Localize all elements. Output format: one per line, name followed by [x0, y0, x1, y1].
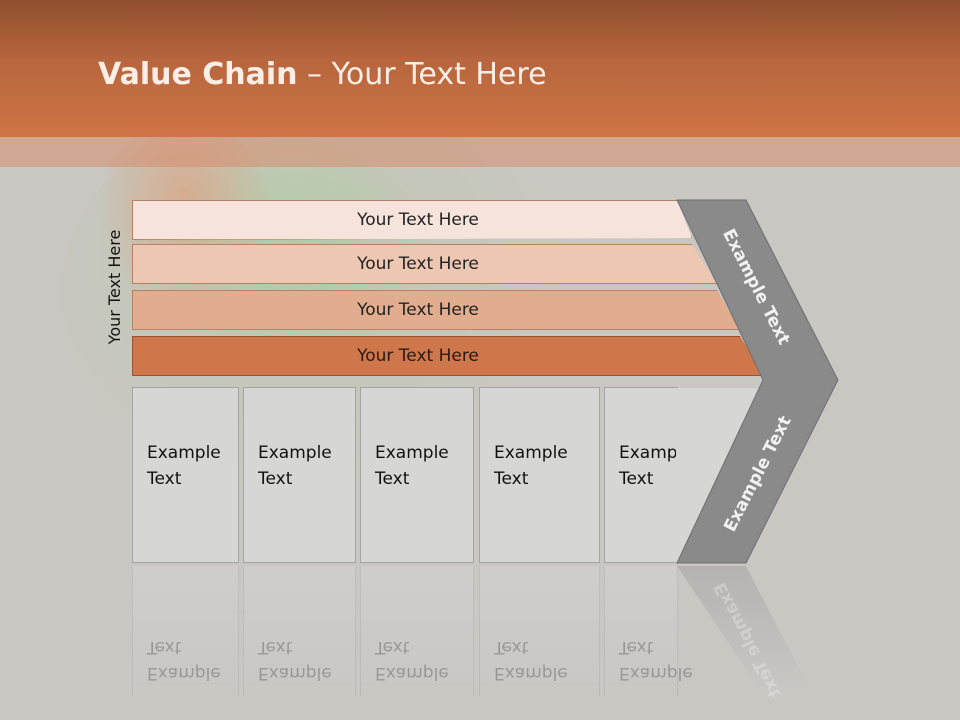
slide-title: Value Chain – Your Text Here: [98, 55, 547, 95]
support-bar-label: Your Text Here: [357, 300, 479, 320]
primary-cell-1: Example Text: [132, 387, 239, 563]
cell-text: Example Text: [619, 443, 693, 489]
title-rest: – Your Text Here: [297, 57, 547, 92]
cell-text: Example Text: [375, 443, 449, 489]
cell-reflection: Example Text: [243, 566, 356, 696]
cell-reflection: Example Text: [479, 566, 600, 696]
header-band: [0, 0, 960, 137]
support-bar-label: Your Text Here: [357, 210, 479, 230]
primary-cell-5: Example Text: [604, 387, 693, 563]
support-bar-4: Your Text Here: [132, 336, 764, 376]
header-stripe: [0, 137, 960, 167]
support-bar-2: Your Text Here: [132, 244, 717, 284]
chevron-arrow: [676, 199, 839, 564]
cell-reflection: Example Text: [360, 566, 474, 696]
primary-cell-2: Example Text: [243, 387, 356, 563]
chevron-reflection: [677, 566, 810, 690]
cell-reflection: Example Text: [604, 566, 693, 696]
support-bar-label: Your Text Here: [357, 254, 479, 274]
cell-text: Example Text: [258, 443, 332, 489]
primary-cell-4: Example Text: [479, 387, 600, 563]
cell-reflection: Example Text: [132, 566, 239, 696]
title-bold: Value Chain: [98, 57, 298, 92]
support-bar-3: Your Text Here: [132, 290, 740, 330]
cell-text: Example Text: [494, 443, 568, 489]
primary-cell-3: Example Text: [360, 387, 474, 563]
cell-text: Example Text: [147, 443, 221, 489]
support-bar-label: Your Text Here: [357, 346, 479, 366]
